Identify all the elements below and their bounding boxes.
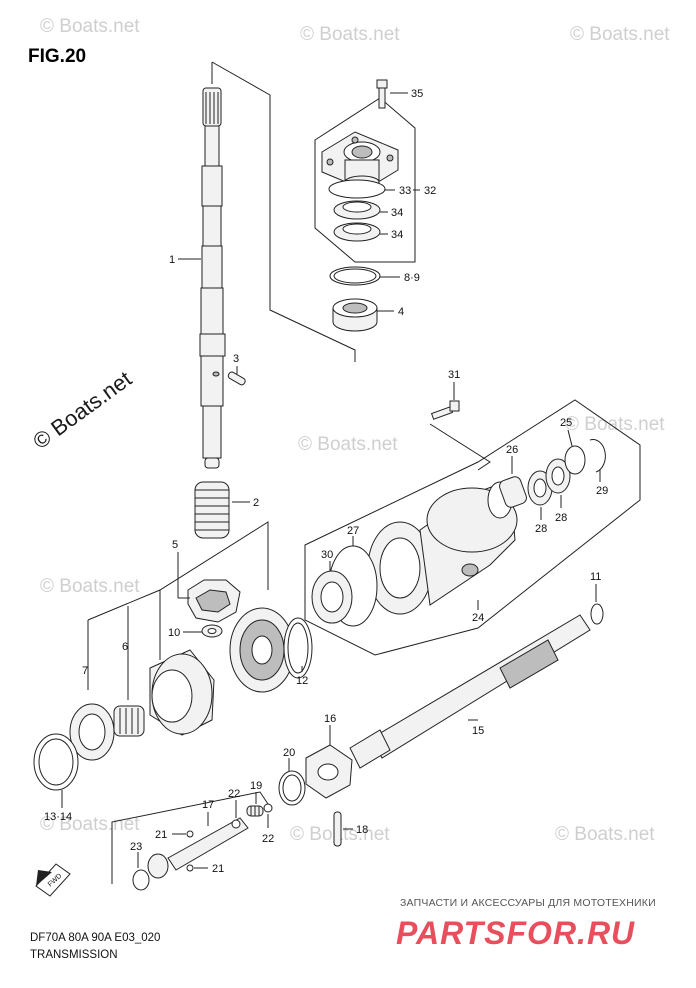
callout-12: 12 bbox=[296, 675, 308, 687]
callout-11: 11 bbox=[590, 571, 601, 583]
fwd-arrow-icon: FWD bbox=[35, 863, 71, 897]
part-plunger-pin bbox=[186, 864, 194, 872]
part-o-ring bbox=[328, 179, 386, 199]
callout-22b: 22 bbox=[262, 833, 274, 845]
watermark: © Boats.net bbox=[300, 24, 400, 45]
watermark: © Boats.net bbox=[298, 434, 398, 455]
callout-17: 17 bbox=[202, 799, 214, 811]
part-ball bbox=[231, 819, 241, 829]
part-bellows bbox=[194, 481, 230, 539]
callout-30: 30 bbox=[321, 549, 333, 561]
callout-31: 31 bbox=[448, 369, 460, 381]
callout-29: 29 bbox=[596, 485, 608, 497]
callout-33: 33 bbox=[399, 185, 411, 197]
callout-28b: 28 bbox=[555, 512, 567, 524]
callout-7: 7 bbox=[82, 665, 88, 677]
part-bearing-housing bbox=[321, 131, 399, 191]
part-plunger-spring bbox=[246, 805, 264, 817]
part-housing-bolt bbox=[430, 400, 460, 420]
part-clutch-dog bbox=[305, 744, 353, 799]
callout-35: 35 bbox=[411, 88, 423, 100]
part-forward-gear bbox=[149, 649, 215, 736]
callout-16: 16 bbox=[324, 713, 336, 725]
group-bracket-24 bbox=[304, 399, 641, 656]
watermark: © Boats.net bbox=[40, 16, 140, 37]
callout-24: 24 bbox=[472, 612, 484, 624]
part-ball bbox=[263, 803, 273, 813]
watermark: © Boats.net bbox=[570, 24, 670, 45]
callout-6: 6 bbox=[122, 641, 128, 653]
callout-23: 23 bbox=[130, 841, 142, 853]
part-housing-bearing bbox=[311, 570, 353, 624]
brand-logo: PARTSFOR.RU bbox=[396, 915, 635, 951]
part-propeller-shaft bbox=[349, 614, 591, 769]
brand-tagline: ЗАПЧАСТИ И АКСЕССУАРЫ ДЛЯ МОТОТЕХНИКИ bbox=[400, 897, 656, 909]
part-plunger-pin bbox=[186, 830, 194, 838]
part-tapered-bearing bbox=[69, 703, 115, 761]
watermark: © Boats.net bbox=[40, 814, 140, 835]
part-needle-bearing bbox=[113, 705, 145, 737]
part-bearing-4 bbox=[332, 298, 378, 332]
callout-34a: 34 bbox=[391, 207, 403, 219]
callout-4: 4 bbox=[398, 306, 404, 318]
figure-section: TRANSMISSION bbox=[30, 949, 118, 961]
part-circlip bbox=[589, 439, 606, 473]
part-shim-13-14 bbox=[33, 733, 79, 791]
callout-28a: 28 bbox=[535, 523, 547, 535]
figure-model: DF70A 80A 90A E03_020 bbox=[30, 932, 160, 944]
figure-title: FIG.20 bbox=[28, 46, 86, 67]
callout-10: 10 bbox=[168, 627, 180, 639]
callout-8-9: 8·9 bbox=[404, 272, 420, 284]
callout-21b: 21 bbox=[212, 863, 224, 875]
watermark: © Boats.net bbox=[40, 576, 140, 597]
callout-20: 20 bbox=[283, 747, 295, 759]
part-pinion-gear bbox=[187, 579, 241, 623]
part-shaft-snap-ring bbox=[590, 603, 604, 625]
callout-26: 26 bbox=[506, 444, 518, 456]
callout-34b: 34 bbox=[391, 229, 403, 241]
callout-3: 3 bbox=[233, 353, 239, 365]
callout-21a: 21 bbox=[155, 829, 167, 841]
watermark: © Boats.net bbox=[555, 824, 655, 845]
callout-5: 5 bbox=[172, 539, 178, 551]
part-washer-10 bbox=[201, 624, 223, 638]
callout-25: 25 bbox=[560, 417, 572, 429]
part-oil-seal bbox=[333, 222, 381, 242]
part-rear-needle-bearing bbox=[499, 476, 527, 508]
callout-22a: 22 bbox=[228, 788, 240, 800]
callout-18: 18 bbox=[356, 824, 368, 836]
part-rear-washer bbox=[564, 445, 586, 475]
part-drive-shaft bbox=[199, 87, 226, 469]
callout-27: 27 bbox=[347, 525, 359, 537]
part-cross-pin bbox=[333, 811, 342, 847]
part-retainer-ring bbox=[132, 869, 150, 891]
callout-15: 15 bbox=[472, 725, 484, 737]
part-oil-seal bbox=[333, 200, 381, 220]
part-reverse-gear bbox=[229, 607, 295, 693]
part-propshaft-housing bbox=[367, 479, 518, 615]
watermark-main: © Boats.net bbox=[28, 366, 136, 454]
part-pin bbox=[227, 371, 246, 386]
watermark: © Boats.net bbox=[565, 414, 665, 435]
part-bolt bbox=[376, 79, 388, 109]
part-shift-plunger bbox=[147, 817, 249, 879]
callout-2: 2 bbox=[253, 497, 259, 509]
callout-32: 32 bbox=[424, 185, 436, 197]
callout-1: 1 bbox=[169, 254, 175, 266]
callout-13-14: 13·14 bbox=[44, 811, 72, 823]
callout-19: 19 bbox=[250, 780, 262, 792]
